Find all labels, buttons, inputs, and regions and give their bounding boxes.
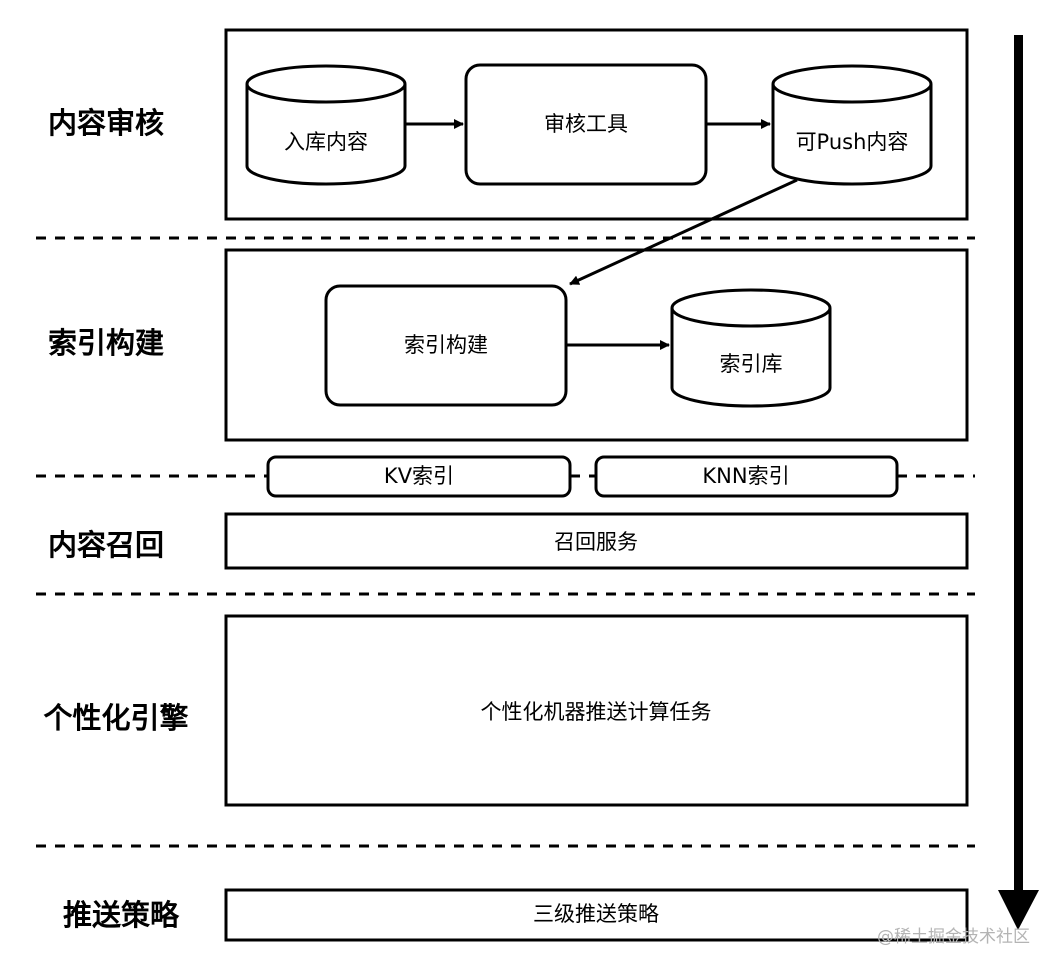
ingest-database-label: 入库内容 — [284, 130, 368, 154]
knn-index-label: KNN索引 — [702, 464, 789, 488]
layer-label-engine: 个性化引擎 — [43, 701, 188, 735]
audit-layer-frame — [224, 28, 969, 221]
recall-service-box — [224, 512, 969, 570]
pushable-database-label: 可Push内容 — [796, 130, 909, 154]
ingest-database — [245, 64, 407, 186]
kv-index-box — [266, 455, 572, 498]
compute-task-box — [224, 614, 969, 807]
kv-index-label: KV索引 — [384, 464, 454, 488]
audit-tool-label: 审核工具 — [544, 112, 628, 136]
strategy-label: 三级推送策略 — [533, 902, 659, 926]
overall-flow-arrow — [998, 35, 1039, 930]
index-database-label: 索引库 — [720, 352, 783, 376]
layer-label-recall: 内容召回 — [48, 528, 164, 562]
arrow-pushable-to-index-build — [569, 178, 798, 286]
pushable-database — [771, 64, 933, 186]
layer-label-audit: 内容审核 — [48, 106, 164, 140]
layer-label-index: 索引构建 — [48, 326, 164, 360]
watermark-text: @稀土掘金技术社区 — [877, 927, 1030, 947]
strategy-box — [224, 888, 969, 942]
index-build-label: 索引构建 — [404, 333, 488, 357]
layer-label-strategy: 推送策略 — [63, 898, 180, 932]
index-database — [670, 288, 832, 408]
index-layer-frame — [224, 248, 969, 442]
recall-service-label: 召回服务 — [554, 530, 638, 554]
knn-index-box — [594, 455, 899, 498]
compute-task-label: 个性化机器推送计算任务 — [481, 700, 712, 724]
